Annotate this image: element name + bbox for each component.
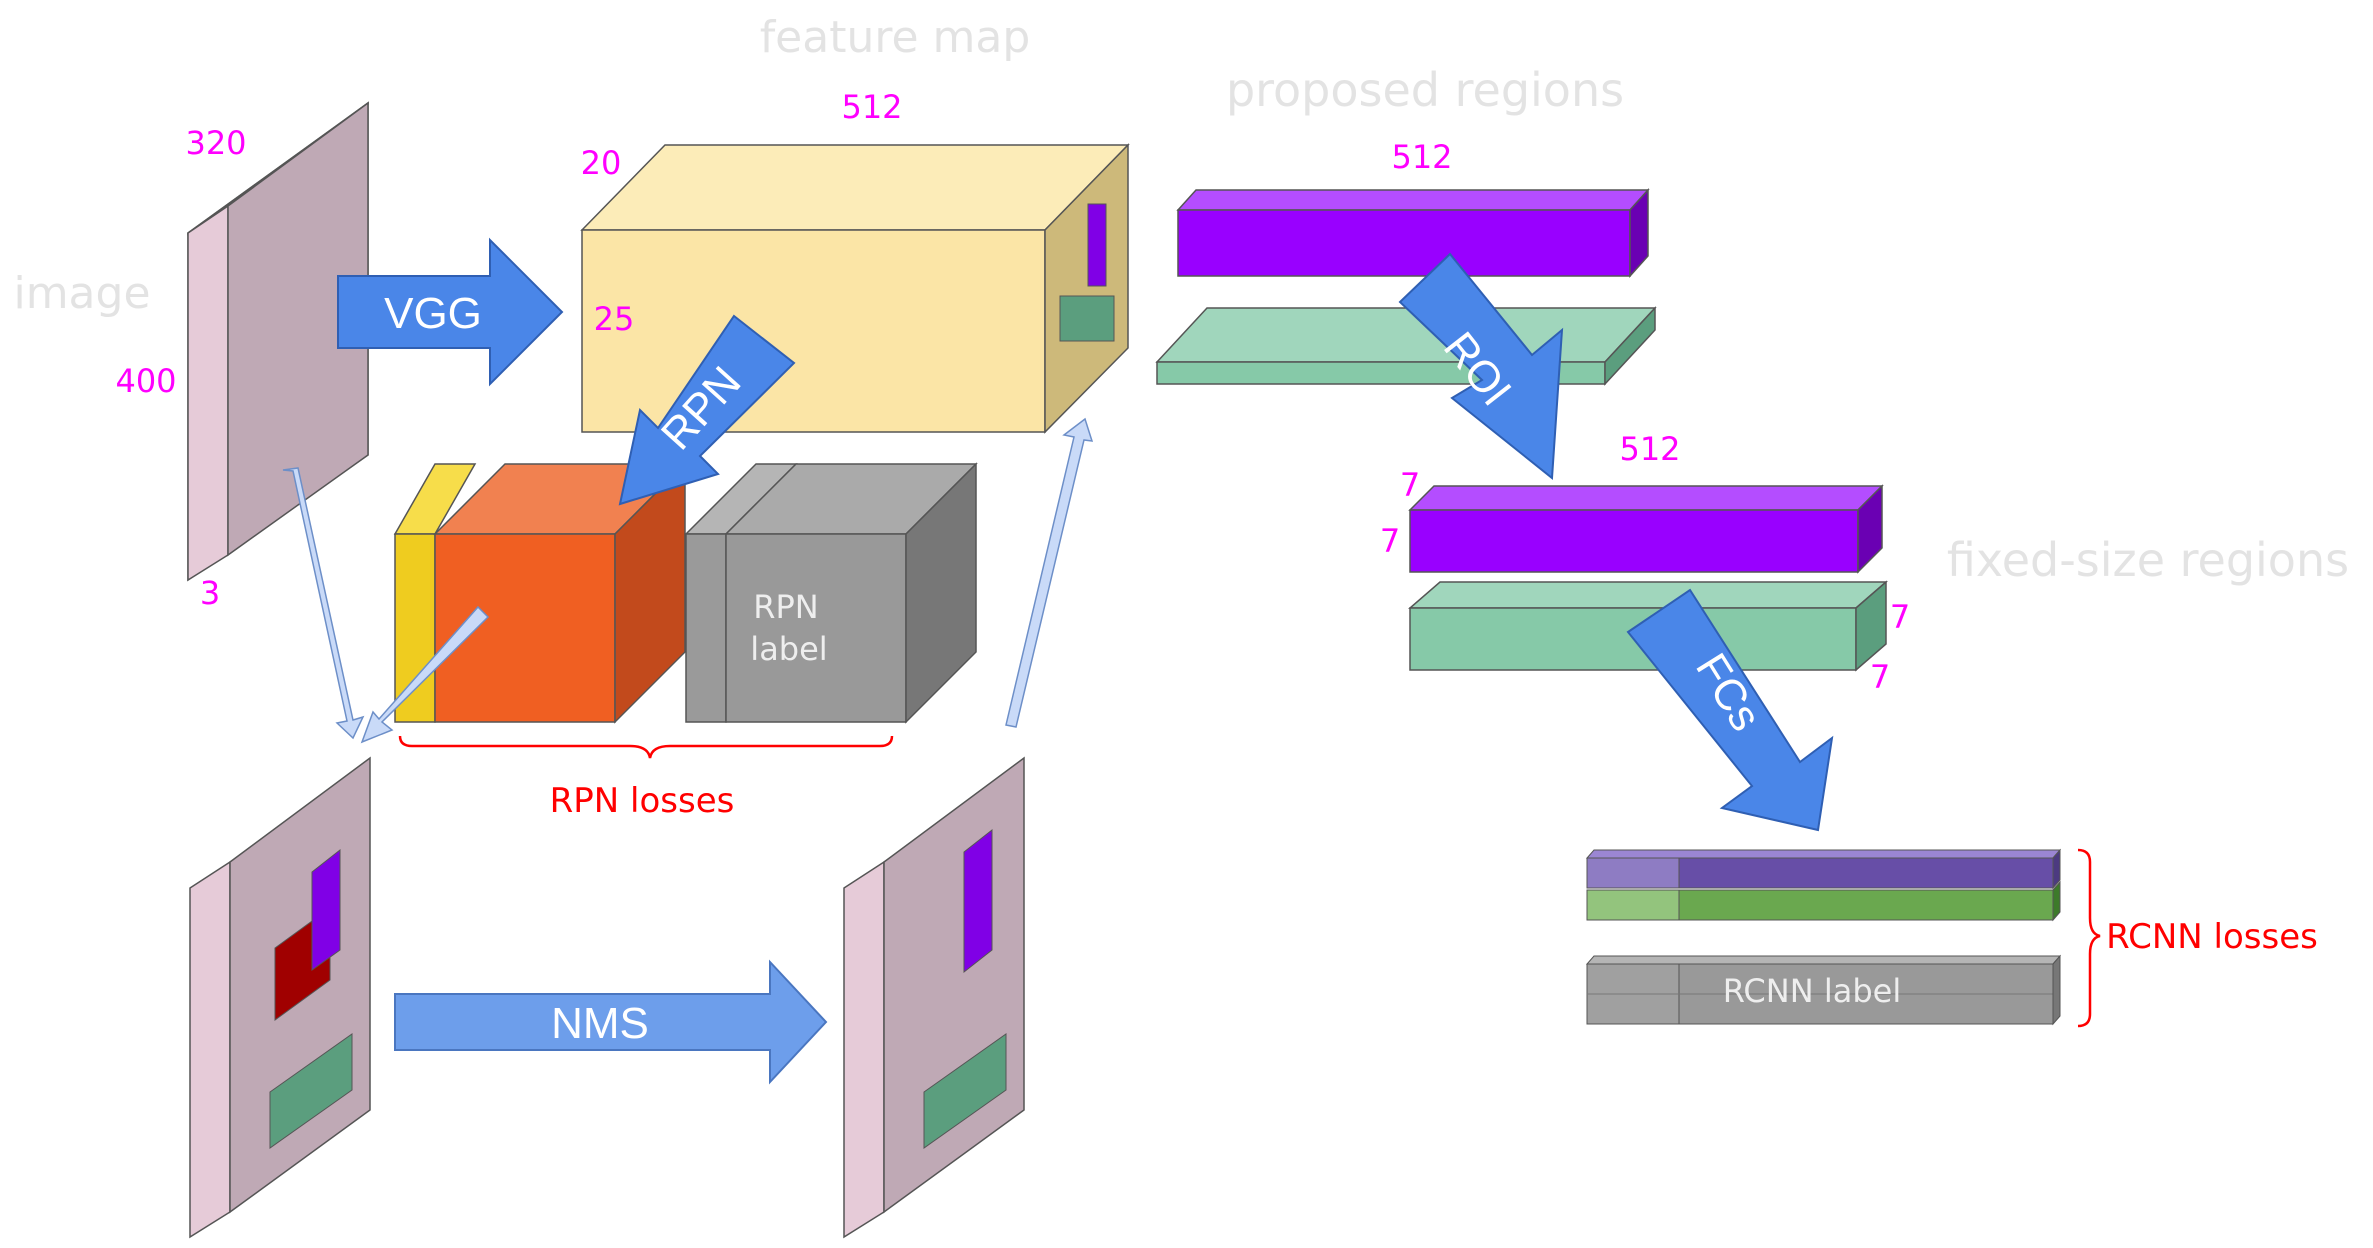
proposed-regions-title: proposed regions — [1226, 63, 1624, 117]
feature-map-purple-slice — [1087, 203, 1107, 287]
image-height-label: 320 — [185, 124, 246, 162]
fixed-size-regions-title: fixed-size regions — [1947, 533, 2349, 587]
vgg-arrow — [337, 237, 564, 387]
rpn-label-text-line2: label — [750, 630, 827, 668]
proposal-green-box — [923, 1033, 1007, 1149]
vgg-label: VGG — [384, 289, 482, 338]
proposals-image-slab — [843, 756, 1025, 1239]
proposed-purple-bar — [1176, 188, 1650, 278]
fcs-arrow — [1626, 588, 1834, 832]
rpn-label-text-line1: RPN — [753, 588, 818, 626]
feature-map-height-label: 20 — [581, 144, 622, 182]
fixed-purple-height-label: 7 — [1400, 466, 1420, 504]
rcnn-purple-bar — [1585, 848, 2062, 890]
proposed-green-bar — [1155, 306, 1657, 386]
anchor-green-box — [269, 1033, 353, 1149]
rpn-arrow — [618, 314, 796, 506]
nms-arrow — [394, 959, 828, 1085]
image-width-label: 400 — [115, 362, 176, 400]
anchors-image-slab — [189, 756, 371, 1239]
fixed-purple-bar — [1408, 484, 1884, 574]
fixed-channels-label: 512 — [1619, 430, 1680, 468]
proposed-channels-label: 512 — [1391, 138, 1452, 176]
rcnn-label-bar — [1585, 954, 2062, 1026]
input-image-front — [187, 101, 369, 582]
rcnn-losses-bracket — [2077, 848, 2101, 1028]
rpn-label-block — [684, 462, 978, 724]
pale-arrow-rpn-to-anchors — [360, 605, 490, 744]
fixed-green-height-label: 7 — [1890, 598, 1910, 636]
fixed-green-depth-label: 7 — [1870, 658, 1890, 696]
rpn-output-block — [393, 462, 687, 724]
rcnn-label-text: RCNN label — [1723, 972, 1901, 1010]
feature-map-title: feature map — [760, 12, 1031, 63]
rcnn-losses-label: RCNN losses — [2106, 917, 2318, 957]
proposal-purple-box — [963, 828, 993, 974]
rpn-losses-bracket — [398, 735, 894, 759]
feature-map-block — [580, 143, 1130, 434]
feature-map-channels-label: 512 — [841, 88, 902, 126]
feature-map-green-slice — [1059, 295, 1115, 342]
image-channels-label: 3 — [200, 574, 220, 612]
pale-arrow-nms-to-feature — [1005, 417, 1094, 728]
nms-label: NMS — [551, 999, 649, 1048]
pale-arrow-image-to-anchors — [282, 467, 365, 740]
rcnn-green-bar — [1586, 880, 2061, 922]
image-title: image — [13, 268, 150, 319]
rpn-losses-label: RPN losses — [550, 781, 735, 821]
fixed-purple-depth-label: 7 — [1380, 522, 1400, 560]
anchor-purple-box — [311, 848, 341, 971]
roi-arrow — [1398, 252, 1564, 480]
feature-map-width-label: 25 — [594, 300, 635, 338]
